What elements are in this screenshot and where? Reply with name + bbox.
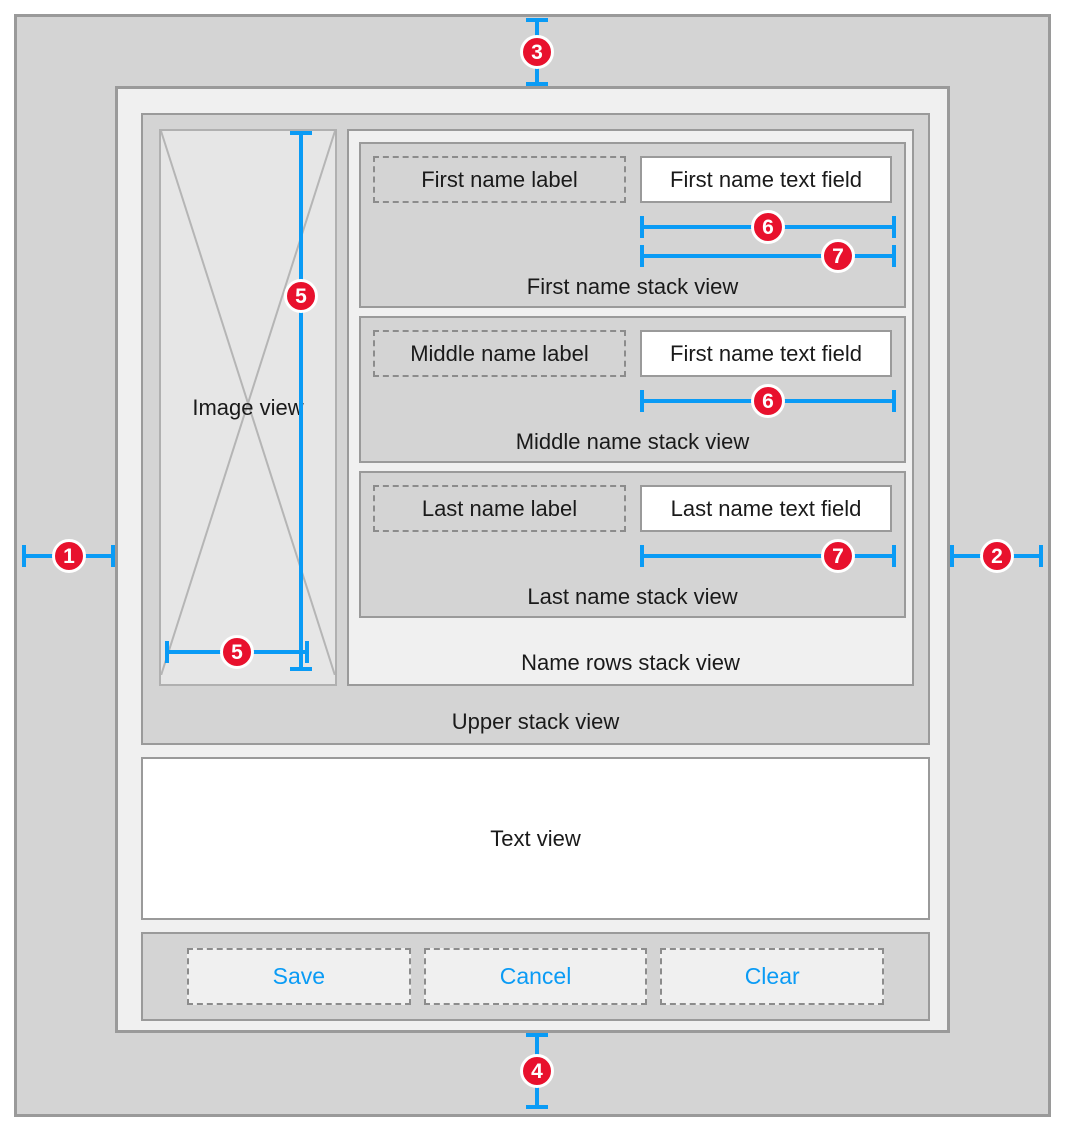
constraint-cap-left — [640, 216, 644, 238]
constraint-cap-right — [892, 245, 896, 267]
middle-name-label: Middle name label — [373, 330, 626, 377]
last-name-text-field[interactable]: Last name text field — [640, 485, 892, 532]
image-view: Image view — [159, 129, 337, 686]
first-name-stack-view: First name label First name text field 6 — [359, 142, 906, 308]
constraint-cap-left — [950, 545, 954, 567]
constraint-cap-right — [305, 641, 309, 663]
first-name-label: First name label — [373, 156, 626, 203]
last-name-controls: Last name label Last name text field — [373, 485, 892, 532]
constraint-cap-right — [892, 545, 896, 567]
constraint-badge-3: 3 — [520, 35, 554, 69]
image-width-constraint: 5 — [165, 635, 309, 669]
constraint-badge-4: 4 — [520, 1054, 554, 1088]
constraint-cap-bottom — [290, 667, 312, 671]
middle-name-stack-view: Middle name label First name text field … — [359, 316, 906, 463]
save-button[interactable]: Save — [187, 948, 411, 1005]
constraint-cap-bottom — [526, 1105, 548, 1109]
buttons-stack-view: Save Cancel Clear — [141, 932, 930, 1021]
constraint-badge-5-height: 5 — [284, 279, 318, 313]
middle-name-controls: Middle name label First name text field — [373, 330, 892, 377]
image-height-constraint: 5 — [284, 131, 318, 671]
constraint-line — [640, 254, 896, 258]
upper-stack-view: Image view 5 5 First n — [141, 113, 930, 745]
constraint-cap-right — [111, 545, 115, 567]
upper-stack-view-label: Upper stack view — [451, 709, 620, 734]
constraint-cap-bottom — [526, 82, 548, 86]
constraint-badge-5-width: 5 — [220, 635, 254, 669]
last-name-field-constraint-7: 7 — [640, 539, 896, 573]
constraint-cap-top — [526, 1033, 548, 1037]
constraint-badge-6: 6 — [751, 384, 785, 418]
root-view-panel: Image view 5 5 First n — [115, 86, 950, 1033]
middle-name-text-field[interactable]: First name text field — [640, 330, 892, 377]
first-name-controls: First name label First name text field — [373, 156, 892, 203]
constraint-cap-left — [165, 641, 169, 663]
trailing-edge-constraint: 2 — [950, 539, 1043, 573]
constraint-line — [299, 131, 303, 671]
first-name-field-constraint-6: 6 — [640, 210, 896, 244]
name-rows-stack-label: Name rows stack view — [521, 650, 740, 675]
first-name-stack-label: First name stack view — [526, 274, 739, 299]
constraint-cap-left — [640, 545, 644, 567]
text-view[interactable]: Text view — [141, 757, 930, 920]
clear-button[interactable]: Clear — [660, 948, 885, 1005]
image-placeholder-x-icon — [161, 131, 335, 675]
middle-name-field-constraint-6: 6 — [640, 384, 896, 418]
constraint-cap-left — [640, 390, 644, 412]
constraint-cap-left — [640, 245, 644, 267]
last-name-stack-label: Last name stack view — [527, 584, 738, 609]
leading-edge-constraint: 1 — [22, 539, 115, 573]
bottom-edge-constraint: 4 — [520, 1033, 554, 1109]
first-name-field-constraint-7: 7 — [640, 239, 896, 273]
constraint-badge-1: 1 — [52, 539, 86, 573]
top-edge-constraint: 3 — [520, 18, 554, 86]
constraint-cap-right — [892, 216, 896, 238]
name-rows-stack-view: First name label First name text field 6 — [347, 129, 914, 686]
constraint-cap-right — [892, 390, 896, 412]
image-view-label: Image view — [192, 394, 304, 420]
first-name-text-field[interactable]: First name text field — [640, 156, 892, 203]
middle-name-stack-label: Middle name stack view — [515, 429, 750, 454]
constraint-badge-7: 7 — [821, 539, 855, 573]
constraint-line — [640, 554, 896, 558]
constraint-badge-7: 7 — [821, 239, 855, 273]
constraint-badge-2: 2 — [980, 539, 1014, 573]
constraint-badge-6: 6 — [751, 210, 785, 244]
cancel-button[interactable]: Cancel — [423, 948, 648, 1005]
last-name-label: Last name label — [373, 485, 626, 532]
constraint-cap-right — [1039, 545, 1043, 567]
constraint-cap-top — [290, 131, 312, 135]
constraint-cap-top — [526, 18, 548, 22]
constraint-cap-left — [22, 545, 26, 567]
last-name-stack-view: Last name label Last name text field 7 L… — [359, 471, 906, 618]
